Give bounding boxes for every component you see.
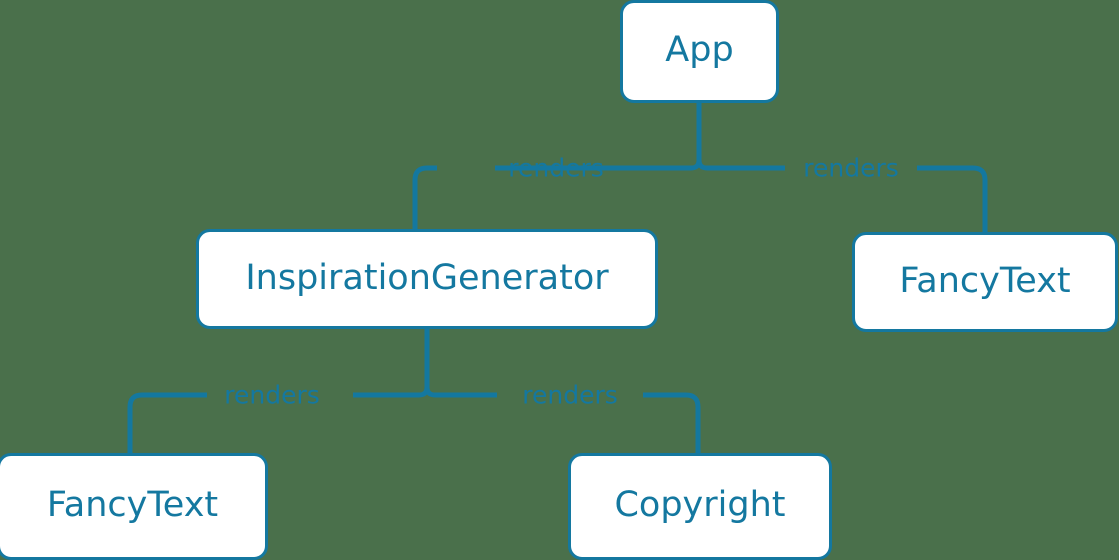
node-app-label: App	[665, 30, 734, 70]
edge-label-inspiration-copyright: renders	[522, 380, 618, 410]
node-copyright[interactable]: Copyright	[568, 453, 832, 560]
node-fancytext-left-label: FancyText	[46, 485, 219, 525]
node-fancytext-right[interactable]: FancyText	[852, 232, 1118, 332]
edge-label-app-inspiration: renders	[508, 153, 604, 183]
edge-label-inspiration-fancytext-left: renders	[224, 380, 320, 410]
node-fancytext-right-label: FancyText	[899, 260, 1071, 301]
edge-label-app-fancytext-right: renders	[803, 153, 899, 183]
node-fancytext-left[interactable]: FancyText	[0, 453, 268, 560]
node-app[interactable]: App	[620, 0, 779, 103]
node-inspiration-generator[interactable]: InspirationGenerator	[196, 229, 658, 329]
node-copyright-label: Copyright	[614, 485, 786, 525]
node-inspiration-generator-label: InspirationGenerator	[245, 257, 609, 298]
